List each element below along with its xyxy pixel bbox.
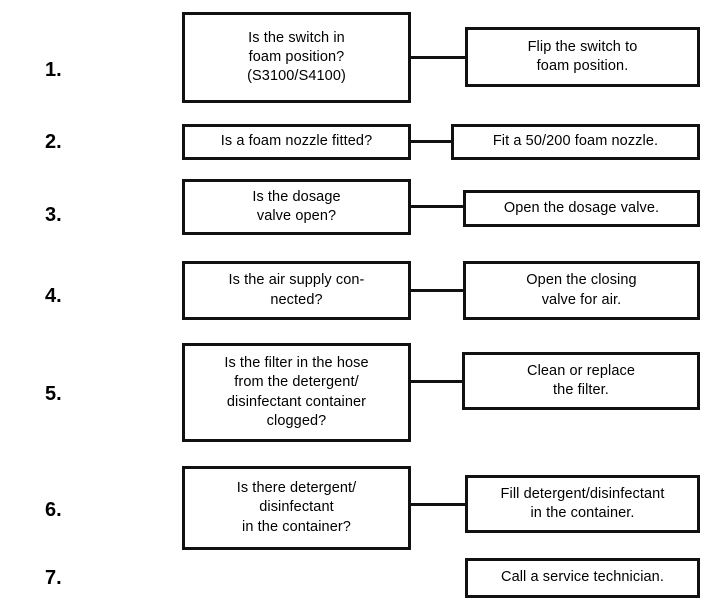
question-box: Is the switch in foam position? (S3100/S… — [182, 12, 411, 103]
action-text: Fit a 50/200 foam nozzle. — [492, 133, 659, 150]
question-text: Is the dosage valve open? — [252, 188, 341, 224]
action-box: Open the closing valve for air. — [463, 261, 700, 320]
step-number: 3. — [45, 204, 62, 226]
step-number: 5. — [45, 383, 62, 405]
connector-line — [411, 289, 463, 292]
action-box: Flip the switch to foam position. — [465, 27, 700, 87]
action-box: Call a service technician. — [465, 558, 700, 598]
step-number: 7. — [45, 567, 62, 589]
question-box: Is there detergent/ disinfectant in the … — [182, 466, 411, 550]
step-number: 4. — [45, 285, 62, 307]
question-box: Is the air supply con- nected? — [182, 261, 411, 320]
question-text: Is the switch in foam position? (S3100/S… — [247, 29, 346, 85]
step-number: 6. — [45, 499, 62, 521]
connector-line — [411, 56, 465, 59]
action-text: Clean or replace the filter. — [527, 362, 635, 398]
action-text: Open the closing valve for air. — [526, 272, 637, 308]
connector-line — [411, 503, 465, 506]
action-box: Open the dosage valve. — [463, 190, 700, 227]
action-text: Flip the switch to foam position. — [527, 38, 638, 74]
action-box: Fit a 50/200 foam nozzle. — [451, 124, 700, 160]
question-box: Is the dosage valve open? — [182, 179, 411, 235]
connector-line — [411, 380, 462, 383]
question-text: Is the air supply con- nected? — [228, 272, 365, 308]
action-text: Call a service technician. — [501, 569, 664, 586]
action-box: Clean or replace the filter. — [462, 352, 700, 410]
connector-line — [411, 205, 463, 208]
question-text: Is there detergent/ disinfectant in the … — [236, 480, 357, 535]
question-box: Is the filter in the hose from the deter… — [182, 343, 411, 442]
connector-line — [411, 140, 451, 143]
question-text: Is a foam nozzle fitted? — [220, 133, 373, 150]
step-number: 1. — [45, 59, 62, 81]
action-text: Fill detergent/disinfectant in the conta… — [500, 485, 665, 521]
action-box: Fill detergent/disinfectant in the conta… — [465, 475, 700, 533]
action-text: Open the dosage valve. — [503, 199, 660, 216]
question-box: Is a foam nozzle fitted? — [182, 124, 411, 160]
step-number: 2. — [45, 131, 62, 153]
question-text: Is the filter in the hose from the deter… — [224, 355, 369, 429]
